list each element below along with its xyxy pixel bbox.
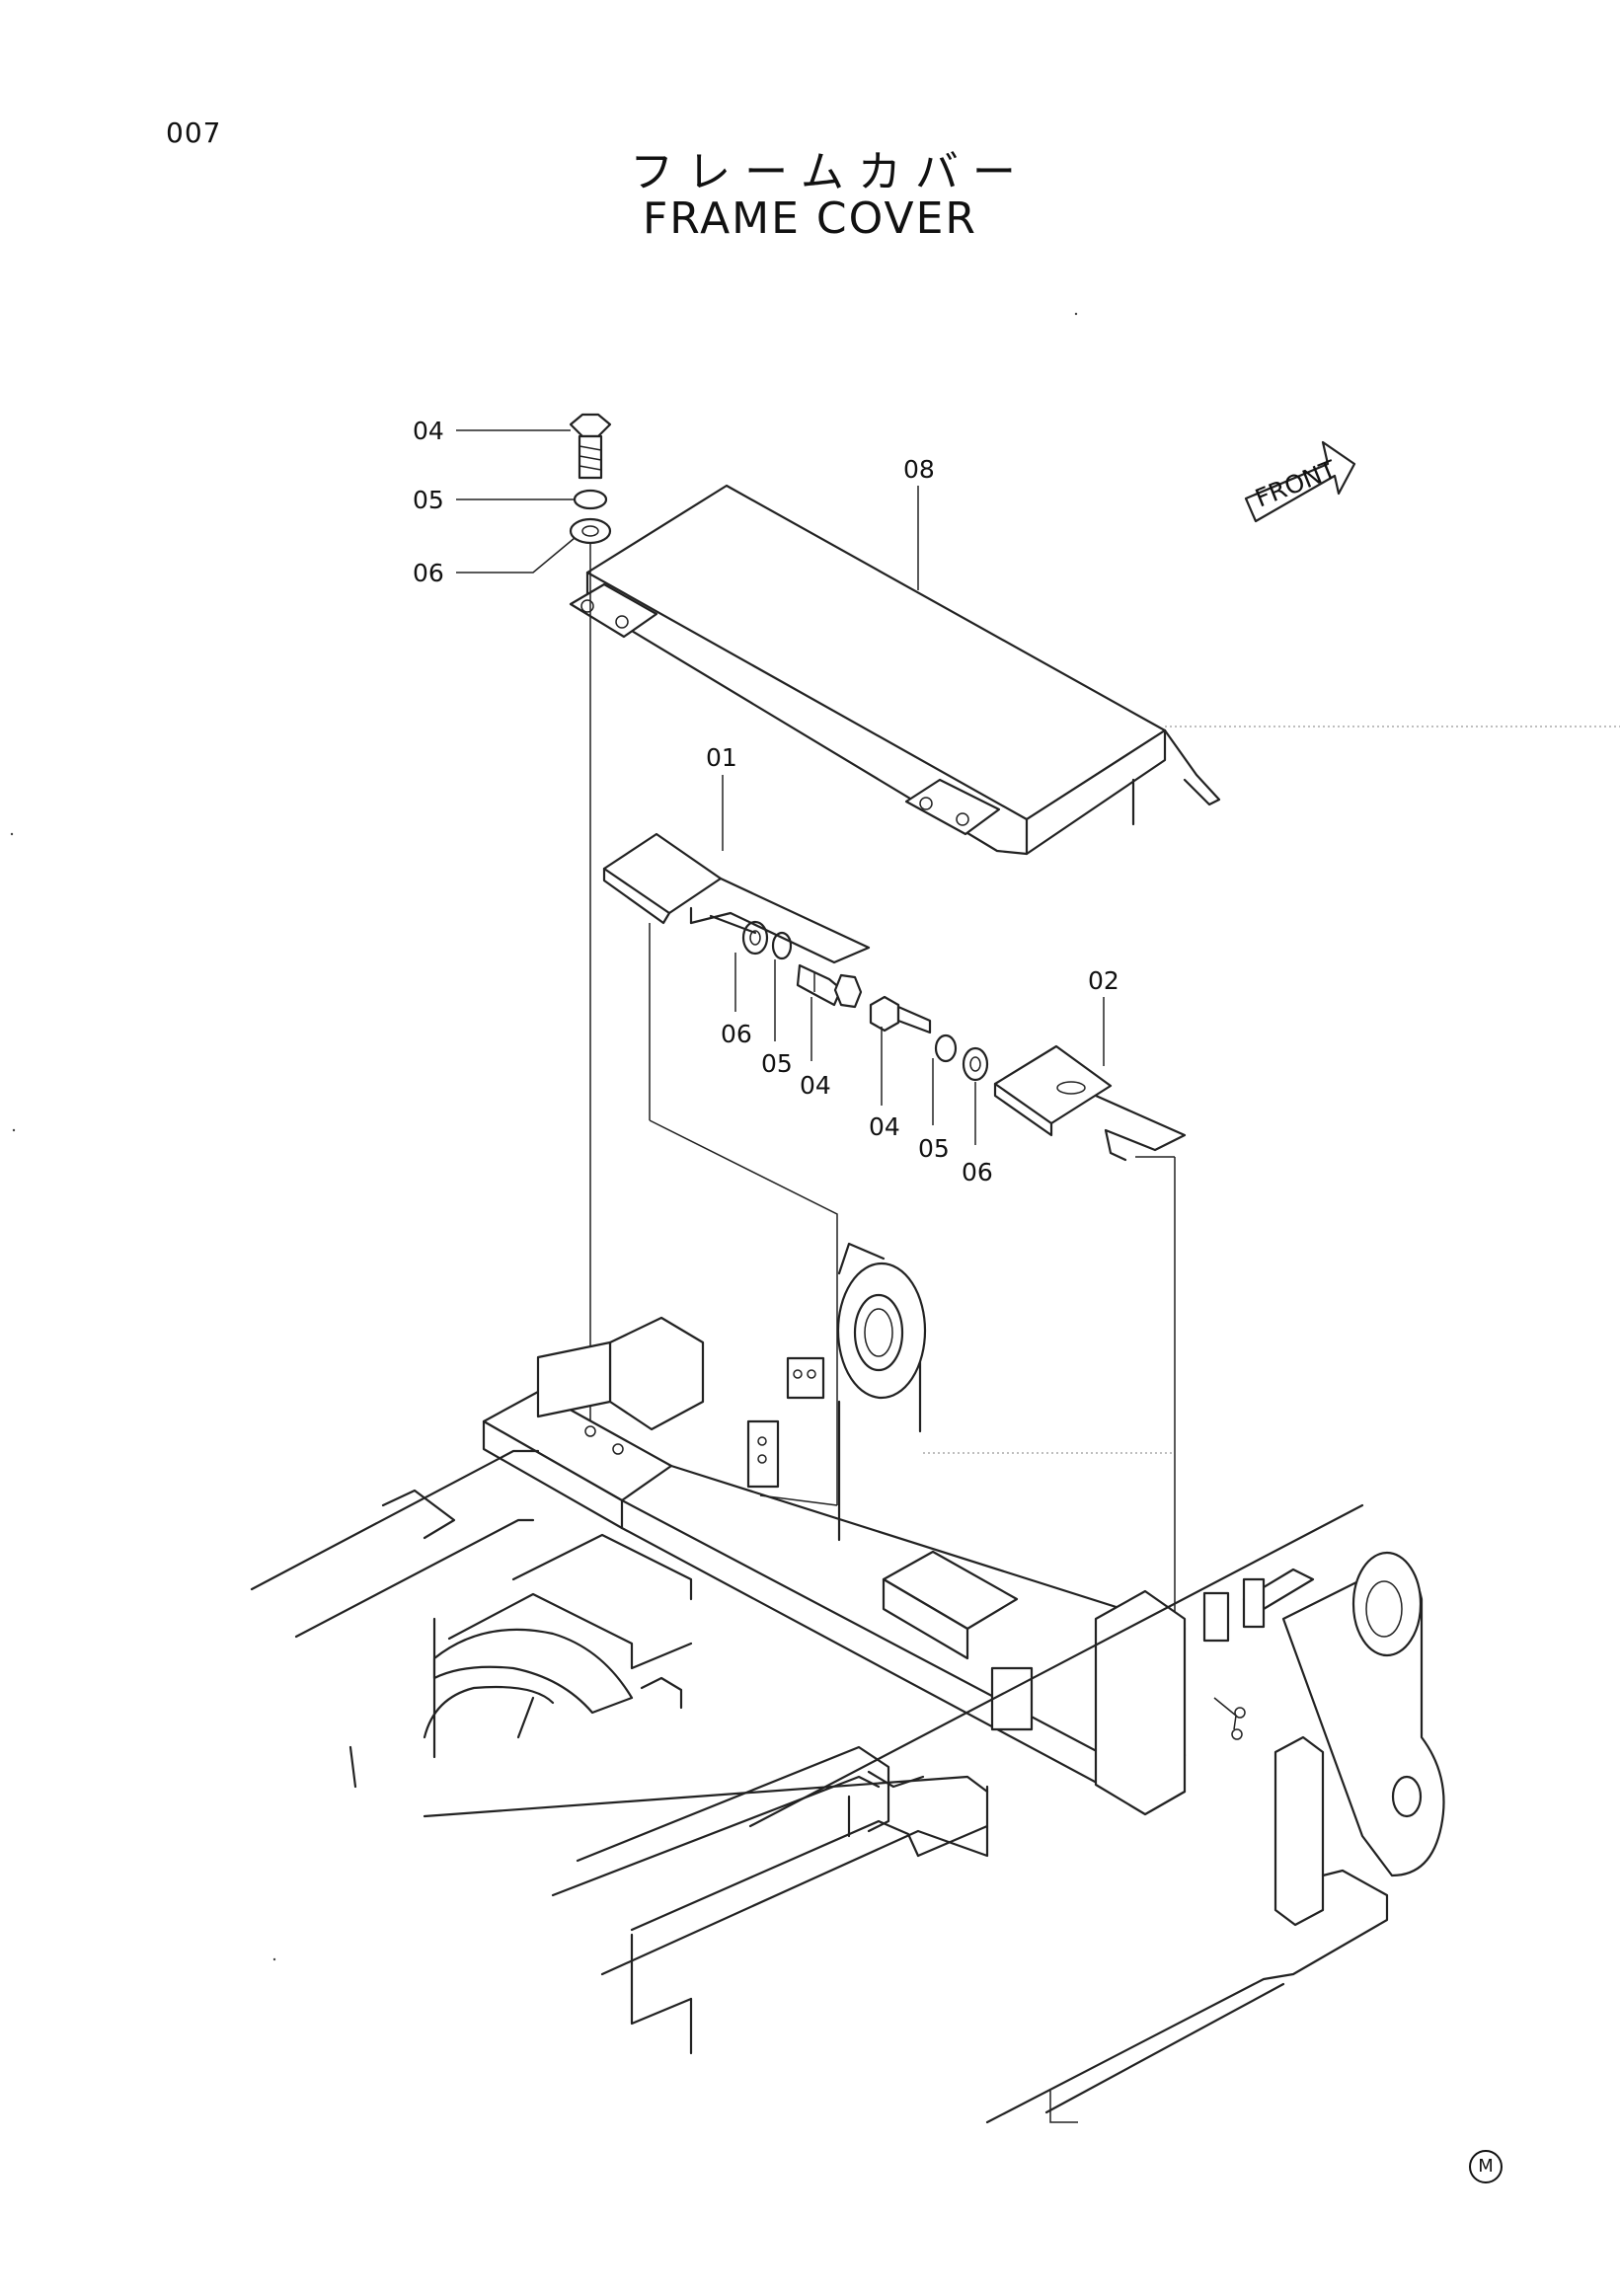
top-fasteners [569, 413, 612, 1421]
callout-02: 02 [1088, 966, 1119, 995]
scan-marks [10, 312, 1078, 1961]
callout-05-right: 05 [918, 1134, 950, 1163]
callout-01: 01 [706, 743, 737, 772]
bracket-right-part [993, 1044, 1187, 1698]
callout-08: 08 [903, 455, 935, 484]
callout-04-left: 04 [800, 1071, 831, 1100]
callout-06-top: 06 [413, 559, 444, 587]
callout-04-top: 04 [413, 417, 444, 445]
callout-04-right: 04 [869, 1112, 900, 1141]
front-direction-marker: FRONT [1244, 440, 1356, 523]
mid-fasteners-left [741, 920, 863, 1009]
callout-labels: 04 05 06 08 01 02 06 05 04 04 05 06 [413, 417, 1119, 1186]
corner-m-mark: M [1469, 2150, 1503, 2183]
bracket-left-part [602, 832, 871, 1506]
mid-fasteners-right [869, 995, 989, 1082]
page-number: 007 [166, 116, 222, 149]
title-japanese: フレームカバー [630, 147, 1030, 197]
callout-06-left: 06 [721, 1020, 752, 1048]
frame-cover-part [569, 484, 1620, 856]
callout-06-right: 06 [962, 1158, 993, 1186]
title-english: FRAME COVER [642, 193, 977, 244]
callout-05-top: 05 [413, 486, 444, 514]
base-frame [250, 1242, 1445, 2124]
callout-05-left: 05 [761, 1049, 793, 1078]
callout-leaders [456, 429, 1105, 1145]
front-label: FRONT [1251, 454, 1341, 512]
